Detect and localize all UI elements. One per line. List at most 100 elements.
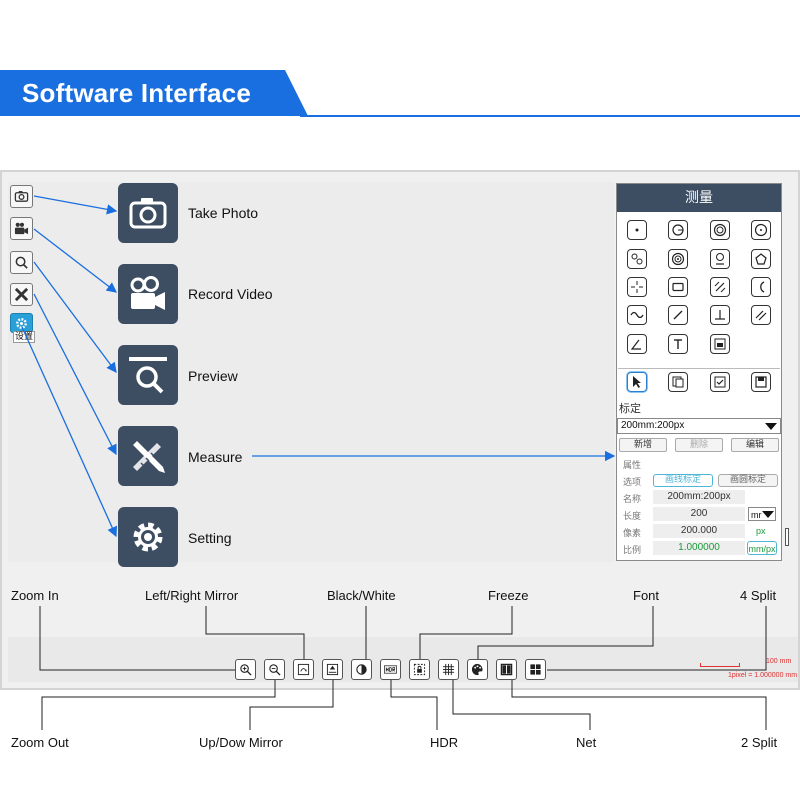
sidebar-video-button[interactable] — [10, 217, 33, 240]
panel-scrollbar[interactable] — [785, 528, 789, 546]
cursor-arrow-icon — [633, 376, 641, 388]
copy-tool[interactable] — [668, 372, 688, 392]
bottom-toolbar — [8, 637, 798, 682]
text-tool[interactable] — [668, 334, 688, 354]
measure-tile[interactable] — [118, 426, 178, 486]
new-button[interactable]: 新增 — [619, 438, 667, 452]
measure-label: Measure — [188, 449, 243, 465]
calibration-select[interactable]: 200mm:200px — [617, 418, 781, 434]
parallel-arrows-icon — [714, 281, 726, 293]
text-icon — [674, 339, 682, 349]
line-calibration-option[interactable]: 画线标定 — [653, 474, 713, 487]
polygon-tool[interactable] — [751, 249, 771, 269]
circle-line-tool[interactable] — [710, 249, 730, 269]
image-icon — [714, 338, 726, 350]
point-tool[interactable] — [627, 220, 647, 240]
callout-hdr: HDR — [430, 735, 459, 750]
three-point-circle-tool[interactable] — [668, 220, 688, 240]
setting-label: Setting — [188, 530, 232, 546]
zoom-out-button[interactable] — [264, 659, 285, 680]
sidebar-settings-button[interactable] — [10, 313, 33, 333]
callout-zoom-out: Zoom Out — [11, 735, 69, 750]
net-button[interactable] — [438, 659, 459, 680]
rectangle-tool[interactable] — [668, 277, 688, 297]
take-photo-label: Take Photo — [188, 205, 259, 221]
length-unit-value: mr — [751, 510, 762, 520]
delete-button[interactable]: 删除 — [675, 438, 723, 452]
perpendicular-tool[interactable] — [710, 305, 730, 325]
take-photo-tile[interactable] — [118, 183, 178, 243]
line-tool[interactable] — [668, 305, 688, 325]
video-camera-icon — [130, 276, 165, 310]
circle-calibration-option[interactable]: 画圆标定 — [718, 474, 778, 487]
parallel-line-tool[interactable] — [710, 277, 730, 297]
mirror-horizontal-icon — [297, 663, 310, 676]
grid-icon — [442, 663, 455, 676]
sidebar-measure-button[interactable] — [10, 283, 33, 306]
freeze-lock-icon — [413, 663, 426, 676]
parallel-icon — [755, 310, 767, 321]
circle-icon — [713, 223, 727, 237]
length-label: 长度 — [623, 512, 642, 522]
concentric-icon — [671, 252, 685, 266]
circle-tool[interactable] — [710, 220, 730, 240]
zoom-in-icon — [240, 664, 252, 676]
setting-tile[interactable] — [118, 507, 178, 567]
rectangle-icon — [672, 282, 684, 292]
ratio-field[interactable]: 1.000000 — [653, 541, 745, 555]
radius-circle-tool[interactable] — [751, 220, 771, 240]
sidebar-preview-button[interactable] — [10, 251, 33, 274]
left-right-mirror-button[interactable] — [293, 659, 314, 680]
arc-tool[interactable] — [751, 277, 771, 297]
chevron-down-icon — [765, 423, 777, 430]
callout-font: Font — [633, 588, 660, 603]
ratio-unit: mm/px — [747, 541, 777, 555]
length-field[interactable]: 200 — [653, 507, 745, 521]
magnifier-icon — [129, 357, 167, 394]
polygon-icon — [755, 253, 767, 265]
black-white-button[interactable] — [351, 659, 372, 680]
split-two-icon — [500, 663, 513, 676]
hdr-button[interactable] — [380, 659, 401, 680]
split-four-icon — [530, 664, 541, 675]
circle-center-icon — [672, 224, 684, 236]
edit-button[interactable]: 编辑 — [731, 438, 779, 452]
image-tool[interactable] — [710, 334, 730, 354]
select-tool[interactable] — [627, 372, 647, 392]
callout-up-down-mirror: Up/Dow Mirror — [199, 735, 283, 750]
sidebar-camera-button[interactable] — [10, 185, 33, 208]
curve-tool[interactable] — [627, 305, 647, 325]
freeze-button[interactable] — [409, 659, 430, 680]
length-unit-select[interactable]: mr — [748, 507, 776, 521]
up-down-mirror-button[interactable] — [322, 659, 343, 680]
circle-line-icon — [716, 253, 724, 265]
preview-tile[interactable] — [118, 345, 178, 405]
callout-net: Net — [576, 735, 597, 750]
circle-radius-icon — [754, 223, 768, 237]
save-tool[interactable] — [751, 372, 771, 392]
zoom-in-button[interactable] — [235, 659, 256, 680]
video-camera-icon — [14, 222, 29, 235]
two-split-button[interactable] — [496, 659, 517, 680]
name-label: 名称 — [623, 495, 642, 505]
name-field[interactable]: 200mm:200px — [653, 490, 745, 504]
two-circle-tool[interactable] — [627, 249, 647, 269]
chevron-down-icon — [762, 511, 774, 518]
measure-panel-title: 测量 — [617, 184, 781, 212]
pixel-field[interactable]: 200.000 — [653, 524, 745, 538]
pixel-ratio-label: 1pixel = 1.000000 mm — [728, 672, 798, 679]
font-button[interactable] — [467, 659, 488, 680]
scale-bar — [700, 663, 740, 667]
camera-icon — [129, 198, 167, 229]
crosshair-icon — [631, 281, 643, 293]
four-split-button[interactable] — [525, 659, 546, 680]
scale-label: 100 mm — [766, 658, 792, 665]
angle-tool[interactable] — [627, 334, 647, 354]
parallel-tool[interactable] — [751, 305, 771, 325]
options-label: 选项 — [623, 478, 642, 488]
callout-freeze: Freeze — [488, 588, 529, 603]
concentric-circle-tool[interactable] — [668, 249, 688, 269]
export-tool[interactable] — [710, 372, 730, 392]
record-video-tile[interactable] — [118, 264, 178, 324]
crosshair-tool[interactable] — [627, 277, 647, 297]
